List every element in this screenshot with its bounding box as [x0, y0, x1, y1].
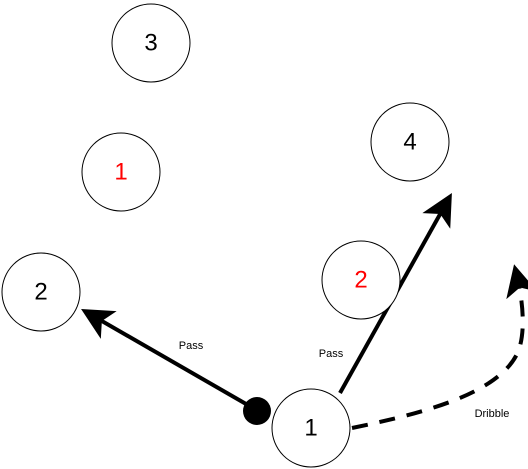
offense-player-1-label: 1 — [304, 415, 317, 442]
offense-player-2-label: 2 — [34, 279, 47, 306]
defense-player-1-label: 1 — [114, 159, 127, 186]
dribble-label: Dribble — [475, 408, 510, 420]
pass-left-label: Pass — [179, 340, 204, 352]
defense-player-2[interactable]: 2 — [321, 240, 401, 320]
ball-icon[interactable] — [243, 397, 271, 425]
offense-player-2[interactable]: 2 — [1, 252, 81, 332]
offense-player-4[interactable]: 4 — [370, 102, 450, 182]
offense-player-3[interactable]: 3 — [111, 3, 191, 83]
defense-player-1[interactable]: 1 — [81, 132, 161, 212]
offense-player-4-label: 4 — [403, 129, 416, 156]
pass-right-label: Pass — [319, 348, 344, 360]
offense-player-1[interactable]: 1 — [271, 388, 351, 468]
defense-player-2-label: 2 — [354, 267, 367, 294]
dribble-arrow — [351, 264, 528, 430]
offense-player-3-label: 3 — [144, 30, 157, 57]
pass-arrow-left — [81, 309, 254, 410]
